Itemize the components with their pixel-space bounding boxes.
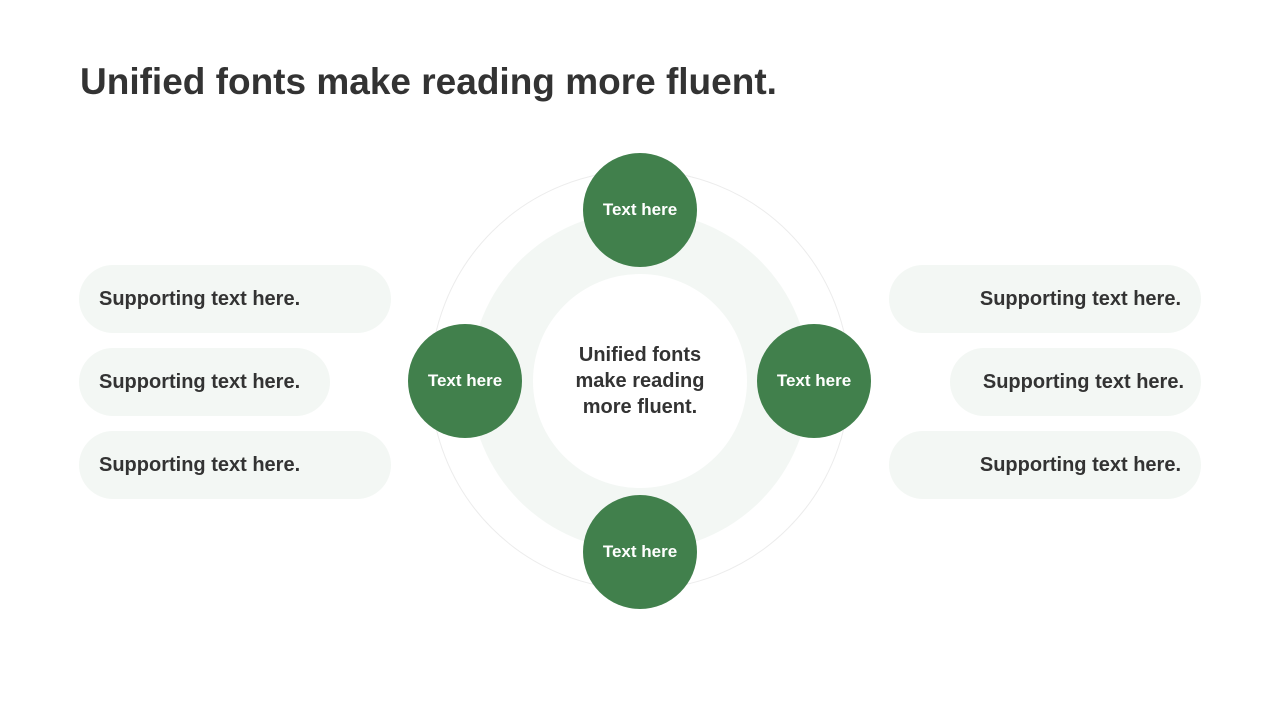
node-left: Text here [408,324,522,438]
left-supporting-item-2: Supporting text here. [79,348,330,416]
node-top: Text here [583,153,697,267]
node-bottom: Text here [583,495,697,609]
center-text: Unified fonts make reading more fluent. [575,344,705,418]
right-supporting-item-3: Supporting text here. [889,431,1201,499]
slide-title: Unified fonts make reading more fluent. [80,61,777,102]
left-supporting-item-1: Supporting text here. [79,265,391,333]
right-supporting-item-2: Supporting text here. [950,348,1201,416]
center-circle: Unified fonts make reading more fluent. [533,274,747,488]
left-supporting-item-3: Supporting text here. [79,431,391,499]
right-supporting-item-1: Supporting text here. [889,265,1201,333]
node-right: Text here [757,324,871,438]
